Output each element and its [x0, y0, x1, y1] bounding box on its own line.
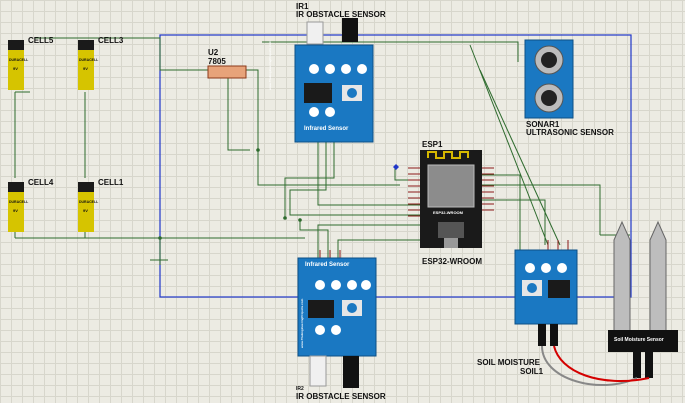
cell3-voltage: 9V — [83, 66, 88, 71]
soil-probe-title: Soil Moisture Sensor — [614, 337, 664, 343]
label-sonar1: SONAR1 — [526, 120, 560, 129]
label-cell4: CELL4 — [28, 178, 54, 187]
cell1-brand: DURACELL — [79, 200, 99, 204]
probe-wire-gray — [541, 345, 638, 386]
label-soil-name: SOIL MOISTURE — [477, 358, 540, 367]
battery-cell3 — [78, 40, 94, 90]
origin-marker — [393, 164, 399, 170]
label-esp1: ESP1 — [422, 140, 443, 149]
label-u2: U2 — [208, 48, 219, 57]
ir1-watermark: www.TheEngineeringProjects.com — [268, 40, 272, 90]
ir2-watermark: www.TheEngineeringProjects.com — [300, 298, 304, 348]
soil-probe — [608, 220, 678, 378]
ir2-board-title: Infrared Sensor — [305, 262, 350, 268]
cell4-brand: DURACELL — [9, 200, 29, 204]
cell3-brand: DURACELL — [79, 58, 99, 62]
battery-cell1 — [78, 182, 94, 232]
cell5-brand: DURACELL — [9, 58, 29, 62]
soil-module — [514, 249, 578, 346]
regulator-body — [207, 65, 247, 79]
cell5-voltage: 9V — [13, 66, 18, 71]
ir1-board-title: Infrared Sensor — [304, 126, 349, 132]
cell4-voltage: 9V — [13, 208, 18, 213]
probe-wire-red — [553, 345, 650, 382]
label-ir1: IR1 — [296, 2, 309, 11]
label-ir2: IR2 — [296, 386, 304, 392]
label-sonar-name: ULTRASONIC SENSOR — [526, 128, 614, 137]
junctions — [158, 148, 302, 240]
esp32-module — [420, 150, 482, 248]
label-soil1: SOIL1 — [520, 367, 544, 376]
label-cell3: CELL3 — [98, 36, 124, 45]
battery-cell4 — [8, 182, 24, 232]
label-cell1: CELL1 — [98, 178, 124, 187]
ultrasonic-module — [524, 39, 574, 119]
esp-chip-text: ESP32-WROOM — [433, 210, 464, 215]
label-cell5: CELL5 — [28, 36, 54, 45]
power-frame — [159, 34, 632, 298]
label-ir1-name: IR OBSTACLE SENSOR — [296, 10, 386, 19]
ir-bottom-module — [297, 257, 377, 388]
label-esp-part: ESP32-WROOM — [422, 257, 483, 266]
battery-cell5 — [8, 40, 24, 90]
cell1-voltage: 9V — [83, 208, 88, 213]
label-ir2-name: IR OBSTACLE SENSOR — [296, 392, 386, 401]
label-7805: 7805 — [208, 57, 226, 66]
ir-top-module — [294, 18, 374, 143]
